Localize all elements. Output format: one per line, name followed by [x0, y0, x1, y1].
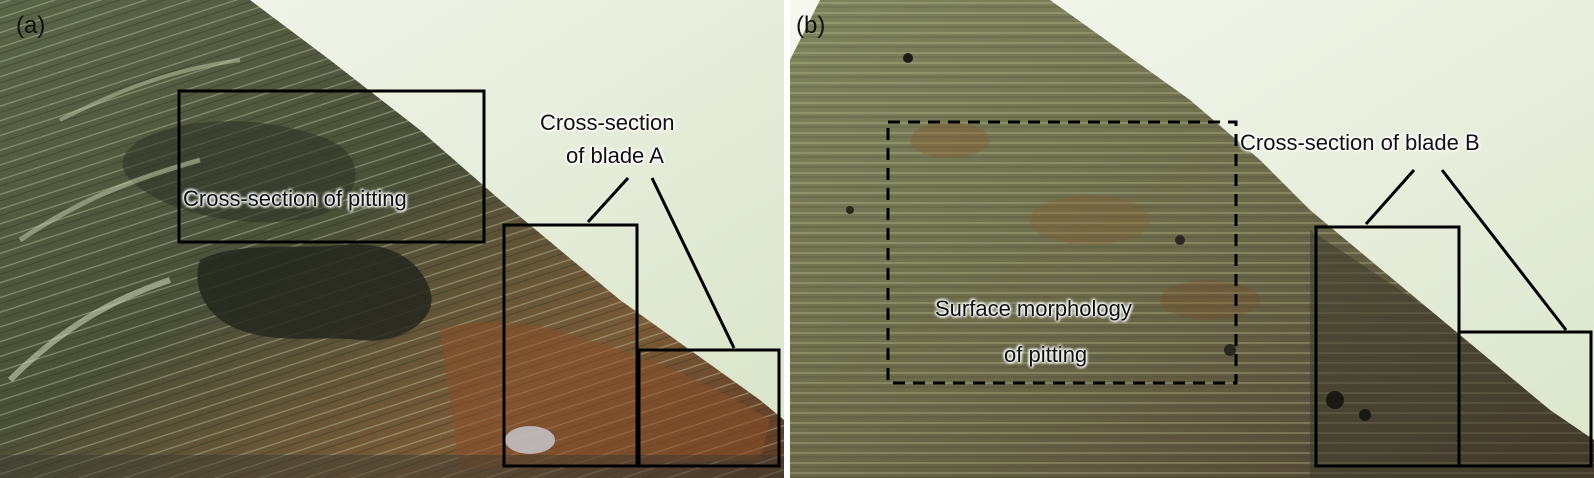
panel-a: (a) Cross-section of pitting Cross-secti… [0, 0, 784, 478]
blade-a-photo [0, 0, 784, 478]
surface-morphology-caption-line1: Surface morphology [935, 296, 1132, 321]
blade-a-caption-line1: Cross-section [540, 110, 675, 135]
pitting-cross-section-caption: Cross-section of pitting [183, 186, 407, 211]
blade-b-caption: Cross-section of blade B [1240, 130, 1480, 155]
panel-a-label: (a) [16, 12, 46, 39]
panel-b-label: (b) [796, 12, 826, 39]
panel-b: (b) Surface morphology of pitting Cross-… [790, 0, 1594, 478]
blade-a-caption-line2: of blade A [566, 143, 664, 168]
blade-b-photo [790, 0, 1594, 478]
surface-morphology-caption-line2: of pitting [1004, 342, 1088, 367]
